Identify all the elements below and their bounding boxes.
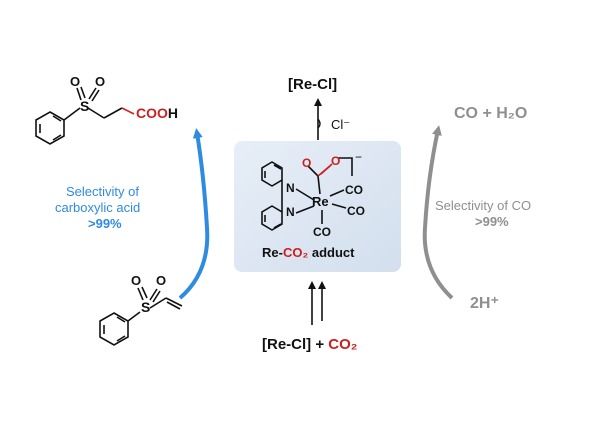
right-protons: 2H⁺ [470,295,499,312]
carboxyl-h: H [167,105,179,121]
co-ligand-3: CO [313,225,331,239]
adduct-prefix: Re- [262,245,283,260]
sulfur-label-product: S [80,98,90,114]
left-selectivity-line2: carboxylic acid [55,200,141,215]
charge-label: − [355,150,363,164]
left-cycle-arrow [178,128,210,300]
left-selectivity-value: >99% [88,216,122,231]
oxygen-label-product-2: O [95,74,106,89]
metal-label: Re [312,194,329,209]
adduct-panel [234,141,401,272]
carboxyl-coo: COO [136,105,168,121]
oxygen-label-reactant-1: O [131,273,142,288]
carboxylic-acid-product [35,86,135,145]
carboxylate-o2: O [331,154,341,168]
top-product-label: [Re-Cl] [288,76,338,93]
donor-n-lower: N [286,205,295,219]
chloride-label: Cl⁻ [331,117,351,132]
right-selectivity-value: >99% [475,214,509,229]
oxygen-label-product-1: O [70,74,81,89]
adduct-label: Re-CO₂ adduct [262,245,354,260]
top-hook [317,118,321,129]
donor-n-upper: N [286,181,295,195]
carboxyl-group: COOH [136,105,178,121]
co-ligand-2: CO [347,204,365,218]
right-cycle-arrow [422,125,454,300]
vinyl-sulfone-reactant [99,286,183,346]
sulfur-label-reactant: S [141,299,151,315]
left-selectivity-line1: Selectivity of [66,184,139,199]
bottom-reactants: [Re-Cl] + CO₂ [262,336,357,353]
carboxylate-o1: O [302,156,312,170]
adduct-co2: CO₂ [282,245,309,260]
bottom-plus: + [311,336,329,353]
co-ligand-1: CO [345,183,363,197]
re-co2-structure [261,157,353,231]
right-products: CO + H₂O [454,105,528,122]
oxygen-label-reactant-2: O [156,273,167,288]
adduct-suffix: adduct [308,245,355,260]
bottom-reactant-complex: [Re-Cl] [262,336,312,353]
bottom-reactant-co2: CO₂ [328,336,358,353]
right-selectivity-label: Selectivity of CO [435,198,532,213]
